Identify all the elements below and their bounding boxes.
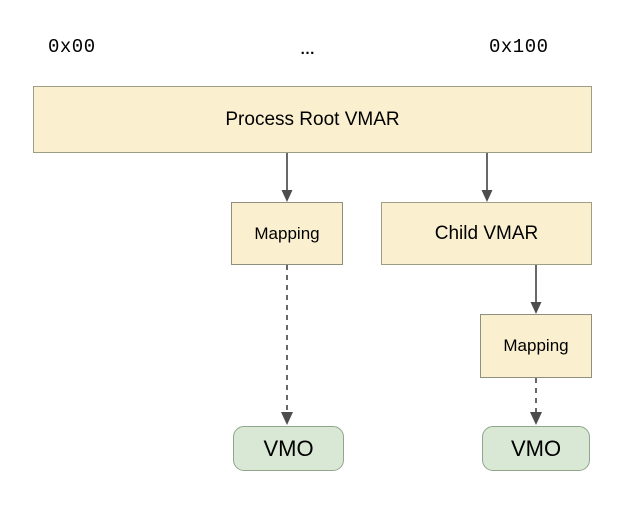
edge-root-to-child-vmar: [481, 153, 493, 202]
node-vmo-right[interactable]: VMO: [482, 426, 590, 471]
address-label-end: 0x100: [489, 36, 549, 58]
node-vmo-left-label: VMO: [263, 435, 314, 461]
node-child-vmar[interactable]: Child VMAR: [381, 202, 592, 265]
node-child-vmar-label: Child VMAR: [434, 222, 539, 244]
node-process-root-vmar[interactable]: Process Root VMAR: [33, 86, 592, 153]
edge-mapping-left-to-vmo-left: [281, 265, 293, 425]
edge-mapping-right-to-vmo-right: [530, 378, 542, 425]
address-label-start: 0x00: [48, 36, 96, 58]
node-vmo-left[interactable]: VMO: [233, 426, 344, 471]
node-mapping-right[interactable]: Mapping: [480, 314, 592, 378]
node-mapping-right-label: Mapping: [503, 336, 569, 355]
node-process-root-vmar-label: Process Root VMAR: [225, 108, 400, 130]
edge-child-vmar-to-mapping-right: [530, 265, 542, 314]
node-vmo-right-label: VMO: [510, 435, 562, 461]
node-mapping-left-label: Mapping: [254, 223, 320, 243]
address-label-ellipsis: …: [300, 41, 316, 58]
node-mapping-left[interactable]: Mapping: [231, 202, 343, 265]
edge-root-to-mapping-left: [281, 153, 293, 202]
